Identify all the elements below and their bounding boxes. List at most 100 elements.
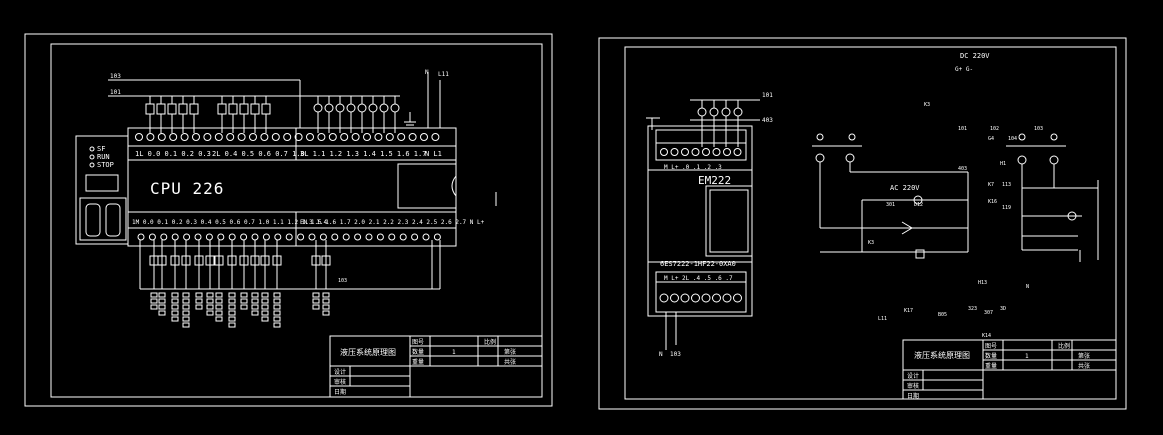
input-label-block: [206, 304, 214, 310]
left-tb-label-f: 共张: [504, 358, 516, 366]
input-label-block: [273, 316, 281, 322]
input-label-block: [322, 292, 330, 298]
module-terminal-top: [733, 148, 742, 156]
control-circuit: [812, 133, 1099, 262]
input-label-block: [206, 310, 214, 316]
terminal-top: [226, 133, 235, 141]
circuit-label: B05: [938, 312, 947, 318]
circuit-label: 104: [1008, 136, 1017, 142]
input-label-block: [171, 316, 179, 322]
left-tb-check: 审核: [334, 378, 346, 386]
lamp: [357, 103, 367, 113]
comm-port-b: [105, 203, 121, 237]
input-label-block: [195, 298, 203, 304]
input-switch: [214, 255, 224, 266]
terminal-top: [363, 133, 371, 141]
circuit-label: K3: [924, 102, 930, 108]
power-pins: G+ G-: [955, 66, 973, 73]
terminal-labels-top-a: 1L 0.0 0.1 0.2 0.3: [135, 150, 211, 158]
left-tb-design: 设计: [334, 368, 346, 376]
input-label-block: [251, 304, 259, 310]
module-terminal-top: [702, 148, 710, 156]
terminal-row-top: [135, 133, 440, 141]
circuit-label: 323: [968, 306, 977, 312]
circuit-label: H1: [1000, 161, 1006, 167]
terminal-top: [328, 133, 337, 141]
input-label-block: [171, 310, 179, 316]
circuit-label: 102: [990, 126, 999, 132]
right-tb-label-e: 第张: [1078, 352, 1090, 360]
input-label-block: [228, 298, 236, 304]
terminal-bottom: [148, 233, 156, 241]
power-label: DC 220V: [960, 52, 990, 60]
input-switch: [239, 255, 249, 266]
terminal-top: [397, 133, 406, 141]
terminal-top: [351, 133, 360, 141]
bus-103-label: 103: [110, 73, 121, 80]
terminal-top: [431, 133, 440, 141]
lamp: [368, 103, 378, 113]
terminal-top: [340, 133, 349, 141]
input-label-block: [206, 298, 214, 304]
input-label-block: [182, 298, 190, 304]
terminal-bottom: [331, 233, 339, 241]
lamp: [346, 103, 356, 113]
input-label-block: [158, 292, 166, 298]
terminal-bottom: [251, 233, 259, 241]
input-label-block: [171, 304, 179, 310]
input-label-block: [195, 292, 203, 298]
input-label-block: [228, 316, 236, 322]
lamp: [390, 103, 400, 113]
terminal-labels-top-c: 3L 1.1 1.2 1.3 1.4 1.5 1.6 1.7: [300, 150, 426, 158]
circuit-label: K16: [988, 199, 997, 205]
right-title-text: 液压系统原理图: [914, 350, 970, 360]
status-panel: [75, 135, 129, 245]
circuit-label: N: [1026, 284, 1029, 290]
terminal-bottom: [388, 233, 396, 241]
relay-coil: [145, 103, 155, 115]
left-tb-date: 日期: [334, 388, 346, 396]
terminal-top: [214, 133, 223, 141]
circuit-label: 119: [1002, 205, 1011, 211]
module-part-number: 6ES7222-1HF22-0XA0: [660, 260, 736, 268]
circuit-label: 301: [886, 202, 895, 208]
input-label-block: [228, 292, 236, 298]
terminal-bottom: [160, 233, 168, 241]
terminal-bottom: [297, 233, 305, 241]
module-terminal-top: [723, 148, 731, 156]
relay-coil: [239, 103, 249, 115]
input-label-block: [228, 322, 236, 328]
terminal-top: [294, 133, 303, 141]
input-label-block: [150, 292, 158, 298]
module-terminal-bottom: [722, 293, 732, 303]
module-terminal-bottom: [691, 293, 700, 303]
input-label-block: [195, 304, 203, 310]
input-label-block: [158, 310, 166, 316]
terminal-top: [192, 133, 200, 141]
terminal-top: [374, 133, 383, 141]
comm-port-a: [85, 203, 101, 237]
lamp: [379, 103, 389, 113]
terminal-top: [260, 133, 269, 141]
cpu-model-label: CPU 226: [150, 179, 224, 198]
terminal-top: [306, 133, 314, 141]
terminal-bottom: [240, 233, 248, 241]
terminal-top: [420, 133, 428, 141]
input-label-block: [240, 298, 248, 304]
input-label-block: [215, 310, 223, 316]
status-run: RUN: [97, 153, 110, 161]
input-label-block: [273, 304, 281, 310]
input-switch: [260, 255, 270, 266]
input-label-block: [322, 304, 330, 310]
terminal-bottom: [342, 233, 350, 241]
input-label-block: [322, 310, 330, 316]
relay-coil: [178, 103, 188, 115]
input-label-block: [182, 292, 190, 298]
module-terminal-top: [712, 148, 721, 156]
left-tb-label-d: 比例: [484, 338, 496, 346]
relay-coil: [250, 103, 260, 115]
terminal-labels-bottom-b: EN 1.5 1.6 1.7 2.0 2.1 2.2 2.3 2.4 2.5 2…: [300, 219, 485, 226]
right-sheet: EM222 6ES7222-1HF22-0XA0 M L+ .0 .1 .2 .…: [598, 37, 1127, 410]
input-label-block: [273, 292, 281, 298]
circuit-label: L11: [878, 316, 887, 322]
